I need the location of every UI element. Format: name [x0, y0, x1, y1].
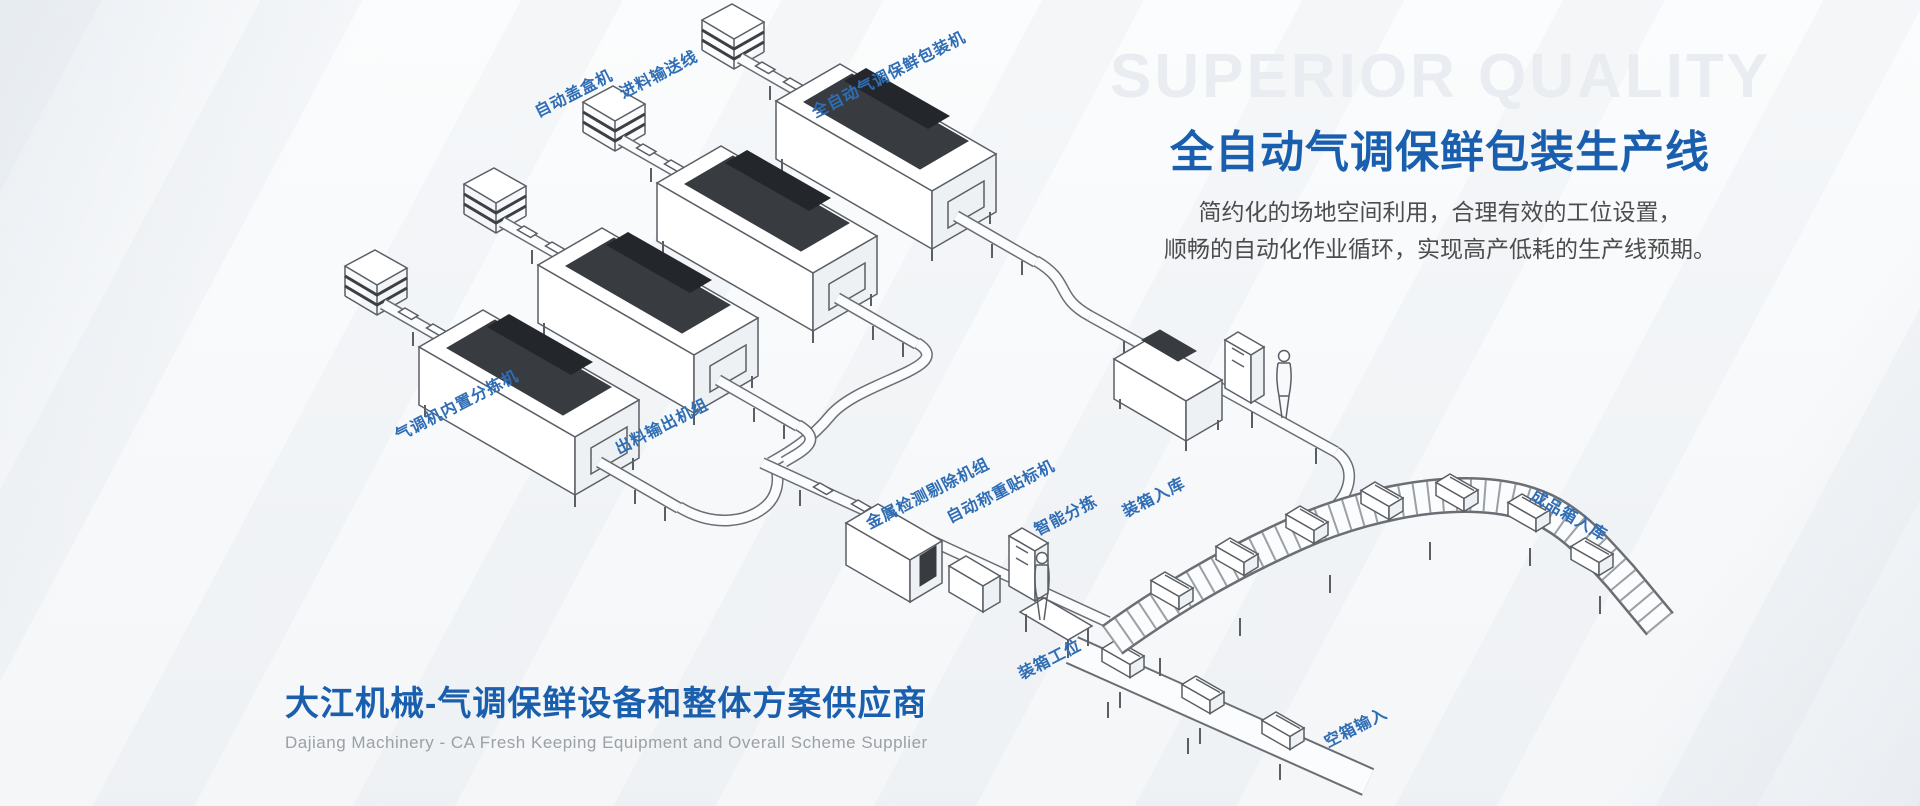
page-title: 全自动气调保鲜包装生产线 [1170, 128, 1710, 177]
footer-subtitle: Dajiang Machinery - CA Fresh Keeping Equ… [285, 733, 928, 752]
hero-block: SUPERIOR QUALITY 全自动气调保鲜包装生产线 简约化的场地空间利用… [1110, 46, 1770, 268]
page-subtitle: 简约化的场地空间利用，合理有效的工位设置， 顺畅的自动化作业循环，实现高产低耗的… [1110, 194, 1770, 268]
worker-icon [1276, 349, 1292, 419]
empty-box-belt [1065, 636, 1375, 796]
watermark-text: SUPERIOR QUALITY [1110, 42, 1772, 111]
control-cabinet-upper [1223, 331, 1266, 405]
metal-detector [844, 503, 944, 604]
case-packing-machine [1112, 329, 1224, 451]
footer-title: 大江机械-气调保鲜设备和整体方案供应商 [285, 685, 928, 723]
merge-conveyors [675, 255, 1094, 527]
subtitle-line-1: 简约化的场地空间利用，合理有效的工位设置， [1198, 199, 1682, 225]
subtitle-line-2: 顺畅的自动化作业循环，实现高产低耗的生产线预期。 [1164, 236, 1716, 262]
footer-block: 大江机械-气调保鲜设备和整体方案供应商 Dajiang Machinery - … [285, 676, 928, 753]
roller-loop-conveyor [1101, 473, 1674, 676]
weighing-labeling-machine [947, 555, 1002, 614]
